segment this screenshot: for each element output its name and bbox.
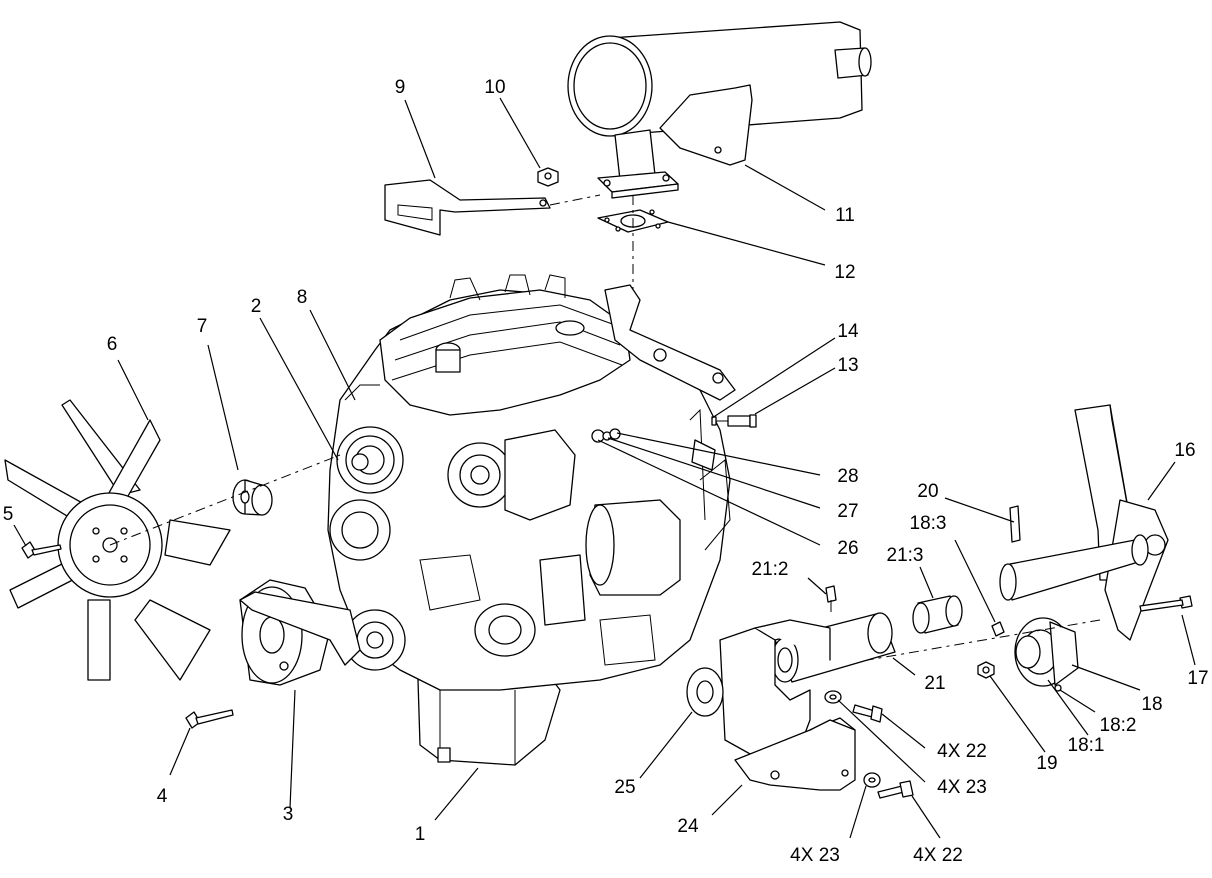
callout-21-3: 21:3 (887, 545, 924, 566)
front-mount-bracket (239, 591, 361, 666)
pivot-tube-21 (771, 612, 896, 683)
callout-18-1: 18:1 (1068, 735, 1105, 756)
callout-18-3: 18:3 (910, 513, 947, 534)
callout-3: 3 (283, 804, 294, 825)
callout-8: 8 (297, 287, 308, 308)
engine-assembly (327, 274, 736, 766)
callout-26: 26 (837, 538, 858, 559)
bracket-9 (384, 179, 551, 236)
callout-18: 18 (1141, 694, 1162, 715)
callout-12: 12 (834, 262, 855, 283)
leader-lines (13, 97, 1196, 839)
fan (4, 399, 231, 681)
callout-2: 2 (251, 296, 262, 317)
spacer-7 (232, 479, 273, 516)
callout-24: 24 (677, 816, 699, 837)
setscrew-18-2 (1054, 684, 1062, 692)
callout-23-upper: 4X 23 (937, 777, 987, 798)
muffler-11 (567, 21, 872, 199)
callout-9: 9 (395, 77, 406, 98)
bracket-24 (734, 717, 856, 791)
washer-23-upper (824, 690, 842, 704)
callout-17: 17 (1187, 668, 1208, 689)
callout-1: 1 (415, 824, 426, 845)
callout-27: 27 (837, 501, 858, 522)
callout-22-lower: 4X 22 (913, 845, 963, 866)
grease-fitting-21-2 (825, 585, 837, 612)
bushing-21-3 (912, 595, 963, 634)
nut-19 (977, 661, 995, 679)
mount-bracket-21 (719, 619, 831, 766)
callout-6: 6 (107, 334, 118, 355)
callout-25: 25 (614, 777, 635, 798)
bolt-5 (21, 541, 62, 559)
callout-18-2: 18:2 (1100, 715, 1137, 736)
bolt-17 (1139, 595, 1193, 612)
bolt-4 (185, 709, 234, 729)
callout-13: 13 (837, 355, 858, 376)
callout-23-lower: 4X 23 (790, 845, 840, 866)
callout-16: 16 (1174, 440, 1195, 461)
callout-28: 28 (837, 466, 858, 487)
washer-25 (686, 667, 724, 717)
callout-11: 11 (835, 205, 855, 226)
nut-10 (537, 167, 559, 187)
callout-21: 21 (924, 673, 945, 694)
callout-4: 4 (157, 786, 168, 807)
callout-21-2: 21:2 (752, 559, 789, 580)
bolt-22-lower (877, 780, 914, 799)
callout-19: 19 (1036, 753, 1057, 774)
callout-10: 10 (484, 77, 505, 98)
sensor-13 (711, 414, 757, 428)
callout-labels: 1 2 3 4 5 6 7 8 9 10 11 12 13 14 16 17 1… (3, 77, 1209, 866)
pin-20 (1009, 505, 1021, 543)
lever-arm-16 (999, 404, 1169, 641)
bolt-22-upper (852, 704, 883, 723)
callout-20: 20 (917, 481, 938, 502)
callout-22-upper: 4X 22 (937, 741, 987, 762)
callout-5: 5 (3, 504, 14, 525)
callout-7: 7 (197, 316, 208, 337)
callout-14: 14 (837, 321, 859, 342)
bearing-18 (1014, 617, 1079, 687)
washer-23-lower (863, 772, 881, 788)
grease-fitting-18-3 (991, 621, 1005, 637)
